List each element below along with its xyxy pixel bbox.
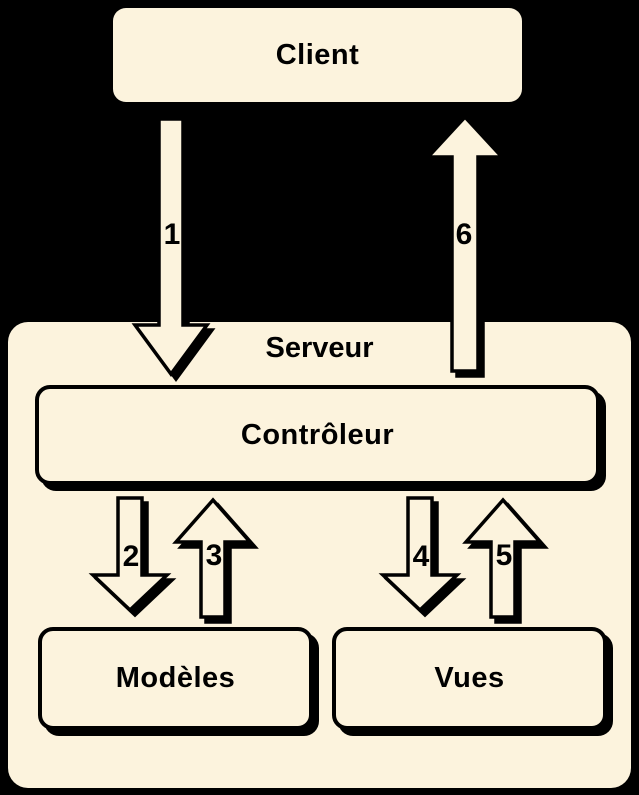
arrow-5 xyxy=(462,497,544,619)
views-label: Vues xyxy=(434,662,505,694)
server-label: Serveur xyxy=(265,332,374,364)
models-node: Modèles xyxy=(38,627,313,730)
arrow-4-shape xyxy=(378,496,462,613)
arrow-6-shape xyxy=(423,114,507,373)
arrow-4 xyxy=(378,496,462,613)
arrow-6-number: 6 xyxy=(455,218,473,251)
client-label: Client xyxy=(275,38,360,71)
arrow-3 xyxy=(172,497,254,619)
arrow-1-shape xyxy=(131,117,211,377)
client-node: Client xyxy=(113,8,522,102)
arrow-1 xyxy=(131,117,211,377)
arrow-5-shape xyxy=(462,497,544,619)
arrow-3-shape xyxy=(172,497,254,619)
controller-node: Contrôleur xyxy=(35,385,600,485)
arrow-2-number: 2 xyxy=(122,540,140,573)
models-label: Modèles xyxy=(115,662,236,694)
arrow-3-number: 3 xyxy=(205,539,223,572)
arrow-1-number: 1 xyxy=(163,218,181,251)
arrow-5-number: 5 xyxy=(495,539,513,572)
views-node: Vues xyxy=(332,627,607,730)
arrow-4-number: 4 xyxy=(412,540,430,573)
arrow-2 xyxy=(88,496,172,613)
arrow-2-shape xyxy=(88,496,172,613)
arrow-6 xyxy=(423,114,507,373)
controller-label: Contrôleur xyxy=(240,418,395,451)
